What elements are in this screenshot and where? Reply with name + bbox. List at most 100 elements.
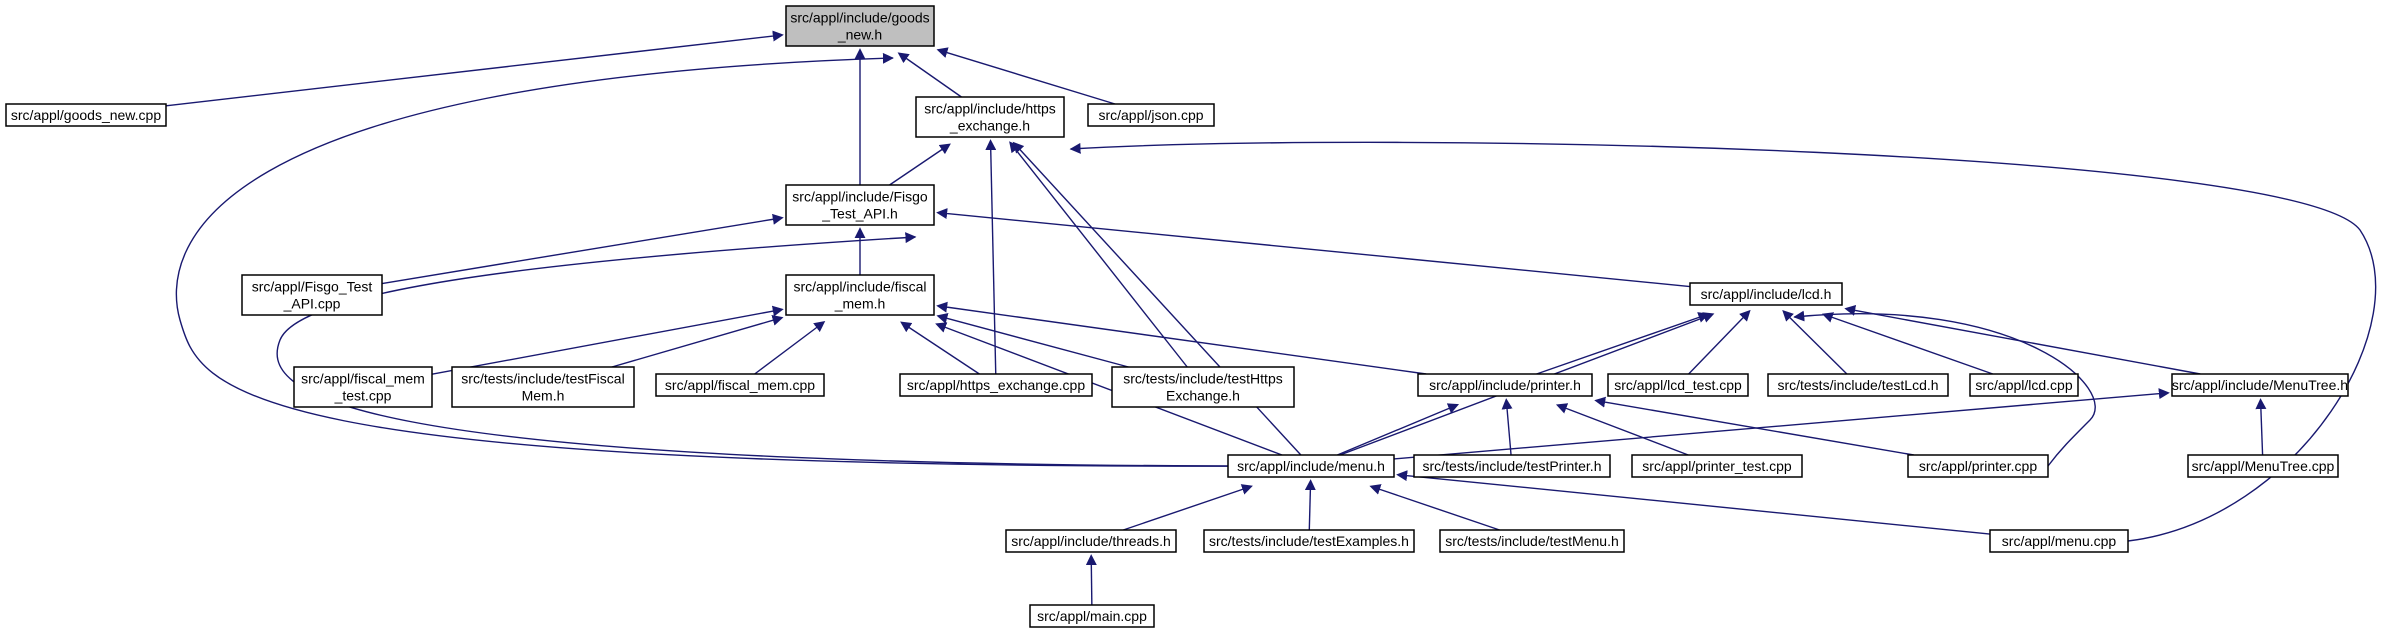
node-fiscal-mem-test-cpp[interactable]: src/appl/fiscal_mem_test.cpp [293, 366, 433, 408]
node-fiscal-mem-cpp[interactable]: src/appl/fiscal_mem.cpp [655, 373, 825, 397]
node-fisgo-test-api-h[interactable]: src/appl/include/Fisgo_Test_API.h [785, 184, 935, 226]
edge-fiscal_mem_h-to-fiscal_mem_test_cpp [431, 305, 784, 375]
node-label: _Test_API.h [821, 206, 898, 222]
edge-layer [165, 30, 2377, 606]
node-goods-new-h[interactable]: src/appl/include/goods_new.h [785, 5, 935, 47]
node-label: src/appl/json.cpp [1098, 107, 1203, 123]
edge-https_exchange_h-to-menu_cpp [1069, 141, 2377, 542]
node-layer: src/appl/include/goods_new.h src/appl/goo… [5, 5, 2349, 628]
node-lcd-h[interactable]: src/appl/include/lcd.h [1689, 282, 1843, 306]
node-label: src/appl/include/threads.h [1011, 533, 1171, 549]
edge-lcd_h-to-menutree_h [1844, 305, 2201, 375]
node-box [1005, 529, 1177, 553]
node-box [785, 184, 935, 226]
node-label: src/appl/MenuTree.cpp [2192, 458, 2335, 474]
node-box [1111, 366, 1295, 408]
edge-fiscal_mem_h-to-https_exchange_cpp [900, 321, 980, 375]
edge-printer_h-to-test_printer_h [1501, 398, 1513, 456]
node-box [655, 373, 825, 397]
edge-menutree_h-to-menutree_cpp [2255, 398, 2267, 456]
node-menutree-h[interactable]: src/appl/include/MenuTree.h [2171, 373, 2349, 397]
edge-menutree_h-to-menu_h [1393, 388, 2170, 460]
node-lcd-test-cpp[interactable]: src/appl/lcd_test.cpp [1607, 373, 1749, 397]
node-box [5, 103, 167, 127]
edge-menu_h-to-threads_h [1123, 484, 1253, 531]
node-label: src/tests/include/testFiscal [461, 371, 624, 387]
node-threads-h[interactable]: src/appl/include/threads.h [1005, 529, 1177, 553]
edge-https_exchange_h-to-https_exchange_cpp [985, 139, 997, 375]
node-label: src/appl/main.cpp [1037, 608, 1147, 624]
edge-lcd_h-to-lcd_test_cpp [1688, 309, 1751, 375]
edge-lcd_h-to-test_lcd_h [1782, 310, 1848, 375]
node-label: Exchange.h [1166, 388, 1240, 404]
node-https-exchange-cpp[interactable]: src/appl/https_exchange.cpp [899, 373, 1093, 397]
edge-fisgo_test_api_h-to-fisgo_test_api_cpp [381, 213, 784, 285]
node-menu-cpp[interactable]: src/appl/menu.cpp [1989, 529, 2129, 553]
edge-fisgo_test_api_h-to-lcd_h [936, 208, 1691, 288]
node-menutree-cpp[interactable]: src/appl/MenuTree.cpp [2187, 454, 2339, 478]
node-box [1203, 529, 1415, 553]
node-label: src/tests/include/testHttps [1123, 371, 1283, 387]
node-printer-h[interactable]: src/appl/include/printer.h [1417, 373, 1593, 397]
edge-lcd_h-to-printer_h [1536, 312, 1710, 375]
edge-goods_new_h-to-json_cpp [936, 47, 1116, 105]
node-box [1907, 454, 2049, 478]
node-label: Mem.h [522, 388, 565, 404]
node-box [1227, 454, 1395, 478]
node-label: src/appl/https_exchange.cpp [907, 377, 1085, 393]
node-label: src/appl/lcd_test.cpp [1614, 377, 1742, 393]
edge-lcd_h-to-lcd_cpp [1821, 312, 1994, 375]
node-label: src/appl/printer.cpp [1919, 458, 2037, 474]
node-label: src/appl/include/menu.h [1237, 458, 1385, 474]
node-box [1029, 604, 1155, 628]
node-main-cpp[interactable]: src/appl/main.cpp [1029, 604, 1155, 628]
node-label: src/appl/include/printer.h [1429, 377, 1581, 393]
node-box [1989, 529, 2129, 553]
edge-fiscal_mem_h-to-test_fiscal_mem_h [611, 314, 784, 368]
node-box [2187, 454, 2339, 478]
node-label: _test.cpp [334, 388, 392, 404]
node-test-examples-h[interactable]: src/tests/include/testExamples.h [1203, 529, 1415, 553]
edge-fisgo_test_api_h-to-menu_h [276, 232, 1272, 467]
node-test-menu-h[interactable]: src/tests/include/testMenu.h [1439, 529, 1625, 553]
node-printer-test-cpp[interactable]: src/appl/printer_test.cpp [1631, 454, 1803, 478]
node-menu-h[interactable]: src/appl/include/menu.h [1227, 454, 1395, 478]
node-fiscal-mem-h[interactable]: src/appl/include/fiscal_mem.h [785, 274, 935, 316]
edge-fiscal_mem_h-to-test_https_exchange_h [936, 313, 1129, 368]
node-label: src/appl/include/https [924, 101, 1056, 117]
node-box [1631, 454, 1803, 478]
edge-goods_new_h-to-goods_new_cpp [165, 30, 784, 107]
edge-fiscal_mem_h-to-printer_h [936, 301, 1427, 375]
node-lcd-cpp[interactable]: src/appl/lcd.cpp [1969, 373, 2079, 397]
node-goods-new-cpp[interactable]: src/appl/goods_new.cpp [5, 103, 167, 127]
edge-goods_new_h-to-https_exchange_h [897, 52, 962, 98]
node-https-exchange-h[interactable]: src/appl/include/https_exchange.h [915, 96, 1065, 138]
node-label: src/appl/include/lcd.h [1701, 286, 1832, 302]
node-box [1087, 103, 1215, 127]
node-label: src/appl/printer_test.cpp [1642, 458, 1792, 474]
node-label: src/appl/fiscal_mem.cpp [665, 377, 815, 393]
node-label: src/appl/include/goods [790, 10, 929, 26]
node-test-printer-h[interactable]: src/tests/include/testPrinter.h [1413, 454, 1611, 478]
node-label: src/appl/menu.cpp [2002, 533, 2117, 549]
edge-menu_h-to-menu_cpp [1396, 470, 1991, 535]
node-box [899, 373, 1093, 397]
node-label: src/appl/goods_new.cpp [11, 107, 161, 123]
node-box [2171, 373, 2349, 397]
node-label: src/tests/include/testExamples.h [1209, 533, 1409, 549]
edge-printer_h-to-menu_h [1337, 403, 1460, 456]
node-box [241, 274, 383, 316]
node-label: src/appl/lcd.cpp [1975, 377, 2072, 393]
node-label: _exchange.h [949, 118, 1030, 134]
edge-fiscal_mem_h-to-fiscal_mem_cpp [754, 321, 826, 375]
node-test-lcd-h[interactable]: src/tests/include/testLcd.h [1767, 373, 1949, 397]
node-box [451, 366, 635, 408]
node-box [1689, 282, 1843, 306]
node-fisgo-test-api-cpp[interactable]: src/appl/Fisgo_Test_API.cpp [241, 274, 383, 316]
node-json-cpp[interactable]: src/appl/json.cpp [1087, 103, 1215, 127]
edge-threads_h-to-main_cpp [1085, 554, 1097, 606]
node-printer-cpp[interactable]: src/appl/printer.cpp [1907, 454, 2049, 478]
